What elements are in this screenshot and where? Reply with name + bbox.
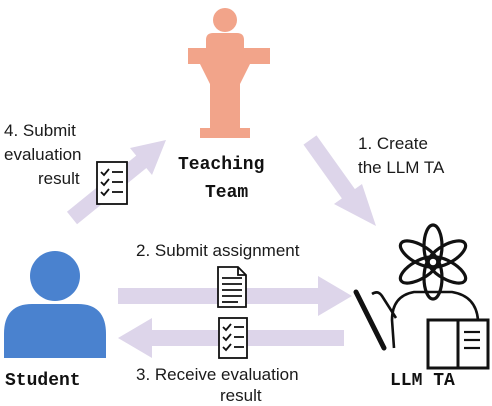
step1-label-line2: the LLM TA	[358, 158, 445, 177]
book-icon	[426, 318, 490, 370]
person-icon	[4, 251, 106, 358]
robot-teacher-icon	[353, 223, 490, 370]
step4-label-line1: 4. Submit	[4, 121, 76, 140]
step4-label-line2: evaluation	[4, 145, 82, 164]
arrow-team-to-llm	[303, 135, 376, 226]
teaching-team-label-line2: Team	[205, 183, 249, 203]
step2-label: 2. Submit assignment	[136, 241, 300, 260]
checklist-icon	[96, 161, 128, 205]
openai-logo-icon	[398, 223, 468, 301]
checklist-icon	[218, 317, 248, 359]
arrow-llm-to-student	[118, 318, 344, 358]
step3-label-line1: 3. Receive evaluation	[136, 365, 299, 384]
step3-label-line2: result	[220, 386, 262, 405]
student-label: Student	[5, 371, 81, 391]
podium-icon	[188, 8, 270, 138]
teaching-team-label-line1: Teaching	[178, 155, 265, 175]
document-icon	[217, 266, 247, 308]
step4-label-line3: result	[38, 169, 80, 188]
llm-ta-label: LLM TA	[390, 371, 455, 391]
step1-label-line1: 1. Create	[358, 134, 428, 153]
